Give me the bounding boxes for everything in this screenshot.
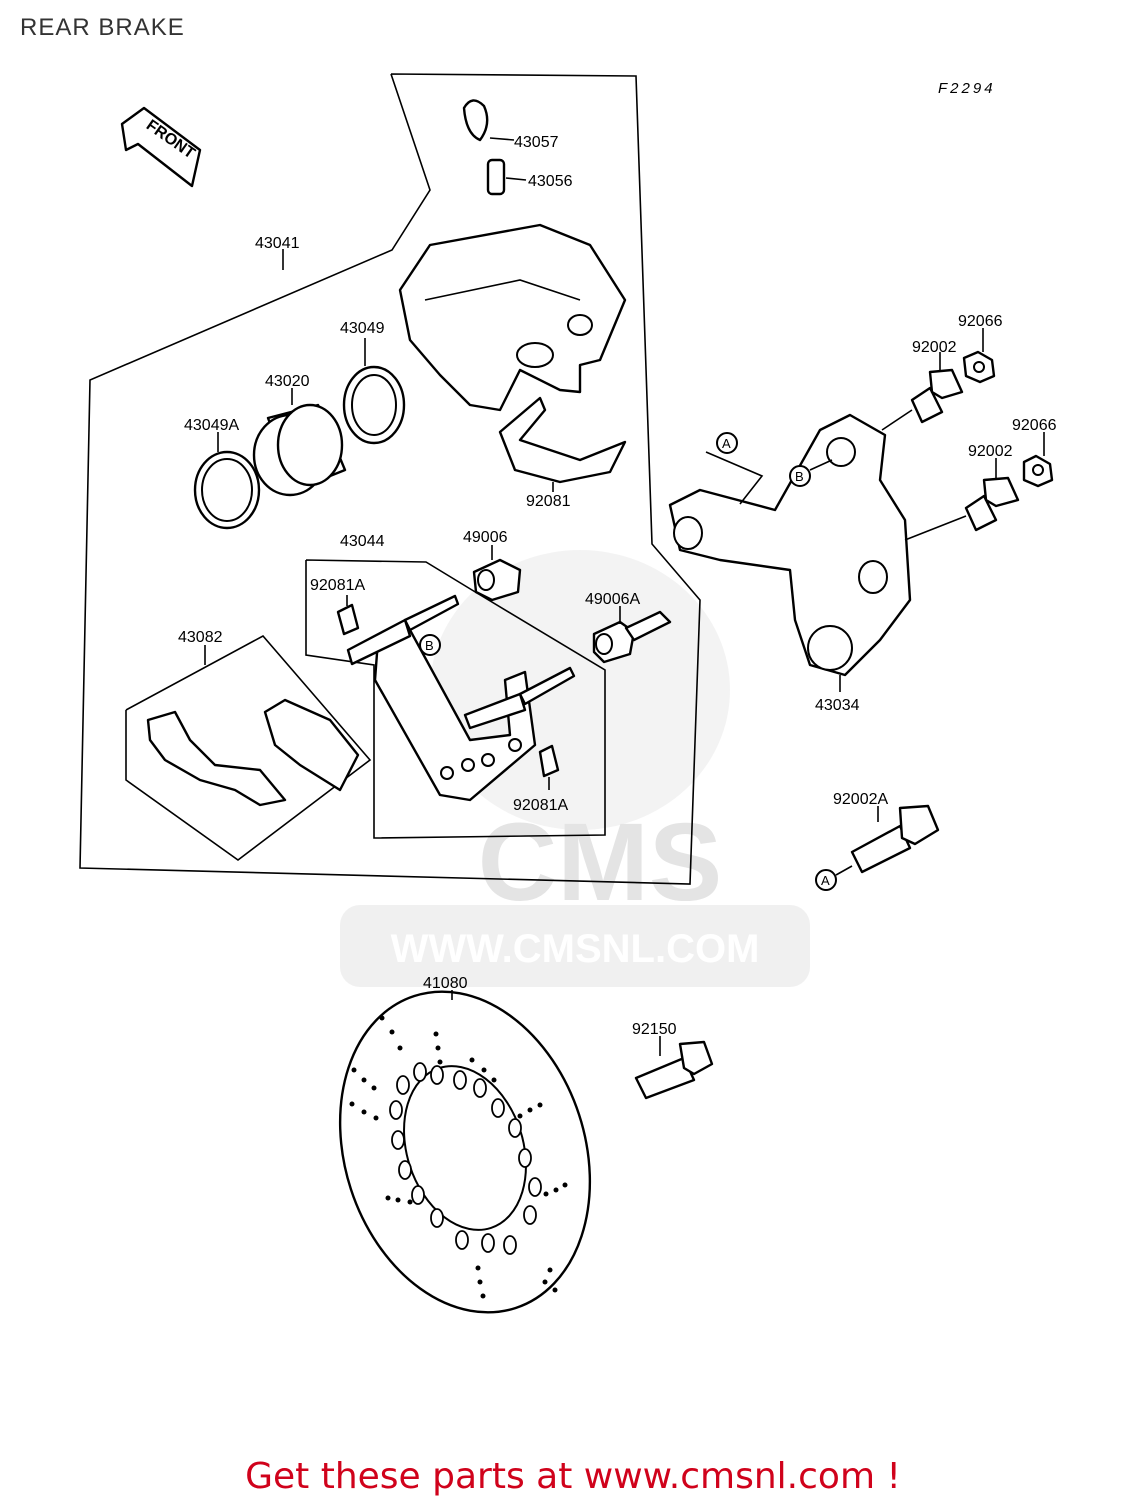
bracket-group-outline: [305, 559, 606, 839]
brake-disc: [338, 990, 592, 1314]
label-92150: 92150: [632, 1021, 677, 1038]
watermark: CMS WWW.CMSNL.COM: [340, 550, 810, 987]
callout-a-bolt: A: [821, 873, 830, 888]
label-43034: 43034: [815, 697, 860, 714]
label-92002-top: 92002: [912, 339, 957, 356]
footer-promo-link[interactable]: Get these parts at www.cmsnl.com !: [245, 1456, 901, 1497]
label-92081A-top: 92081A: [310, 577, 365, 594]
slide-pin-boot: [472, 558, 522, 602]
label-43056: 43056: [528, 173, 573, 190]
label-43041: 43041: [255, 235, 300, 252]
front-arrow-icon: FRONT: [120, 106, 202, 188]
callout-b-caliper: B: [425, 638, 434, 653]
label-92002-mid: 92002: [968, 443, 1013, 460]
pad-clip-bottom: [538, 744, 560, 778]
label-43049: 43049: [340, 320, 385, 337]
label-43020: 43020: [265, 373, 310, 390]
label-49006A: 49006A: [585, 591, 640, 608]
dust-seal: [193, 450, 261, 530]
label-92066-mid: 92066: [1012, 417, 1057, 434]
label-92002A: 92002A: [833, 791, 888, 808]
page-title: REAR BRAKE: [20, 14, 185, 41]
bolt-92002a: [850, 804, 940, 874]
nut-mid: [1022, 454, 1054, 488]
disc-bolt: [634, 1040, 714, 1100]
figure-code: F2294: [938, 80, 996, 97]
label-43044: 43044: [340, 533, 385, 550]
watermark-text: WWW.CMSNL.COM: [391, 927, 760, 971]
nut-top: [962, 350, 996, 384]
label-41080: 41080: [423, 975, 468, 992]
piston: [252, 403, 347, 497]
piston-seal: [342, 365, 406, 445]
label-43057: 43057: [514, 134, 559, 151]
callout-a-bracket: A: [722, 436, 731, 451]
label-92081A-bottom: 92081A: [513, 797, 568, 814]
caliper-body: [398, 223, 627, 412]
label-43049A: 43049A: [184, 417, 239, 434]
label-92081: 92081: [526, 493, 571, 510]
caliper-group-outline: [79, 73, 701, 885]
label-92066-top: 92066: [958, 313, 1003, 330]
brake-pads: [125, 634, 372, 861]
slide-pin-boot-a: [592, 610, 672, 664]
caliper-bracket: [346, 594, 576, 802]
caliper-mount-bracket: [668, 413, 912, 677]
bolt-mid: [964, 476, 1020, 532]
bleed-cap: [462, 99, 489, 142]
bolt-top: [910, 368, 964, 424]
bleed-valve: [486, 158, 506, 196]
label-43082: 43082: [178, 629, 223, 646]
pad-spring: [498, 396, 627, 484]
watermark-logo-text: CMS: [478, 801, 722, 924]
pad-clip-top: [336, 603, 360, 636]
label-49006: 49006: [463, 529, 508, 546]
callout-b-bracket: B: [795, 469, 804, 484]
